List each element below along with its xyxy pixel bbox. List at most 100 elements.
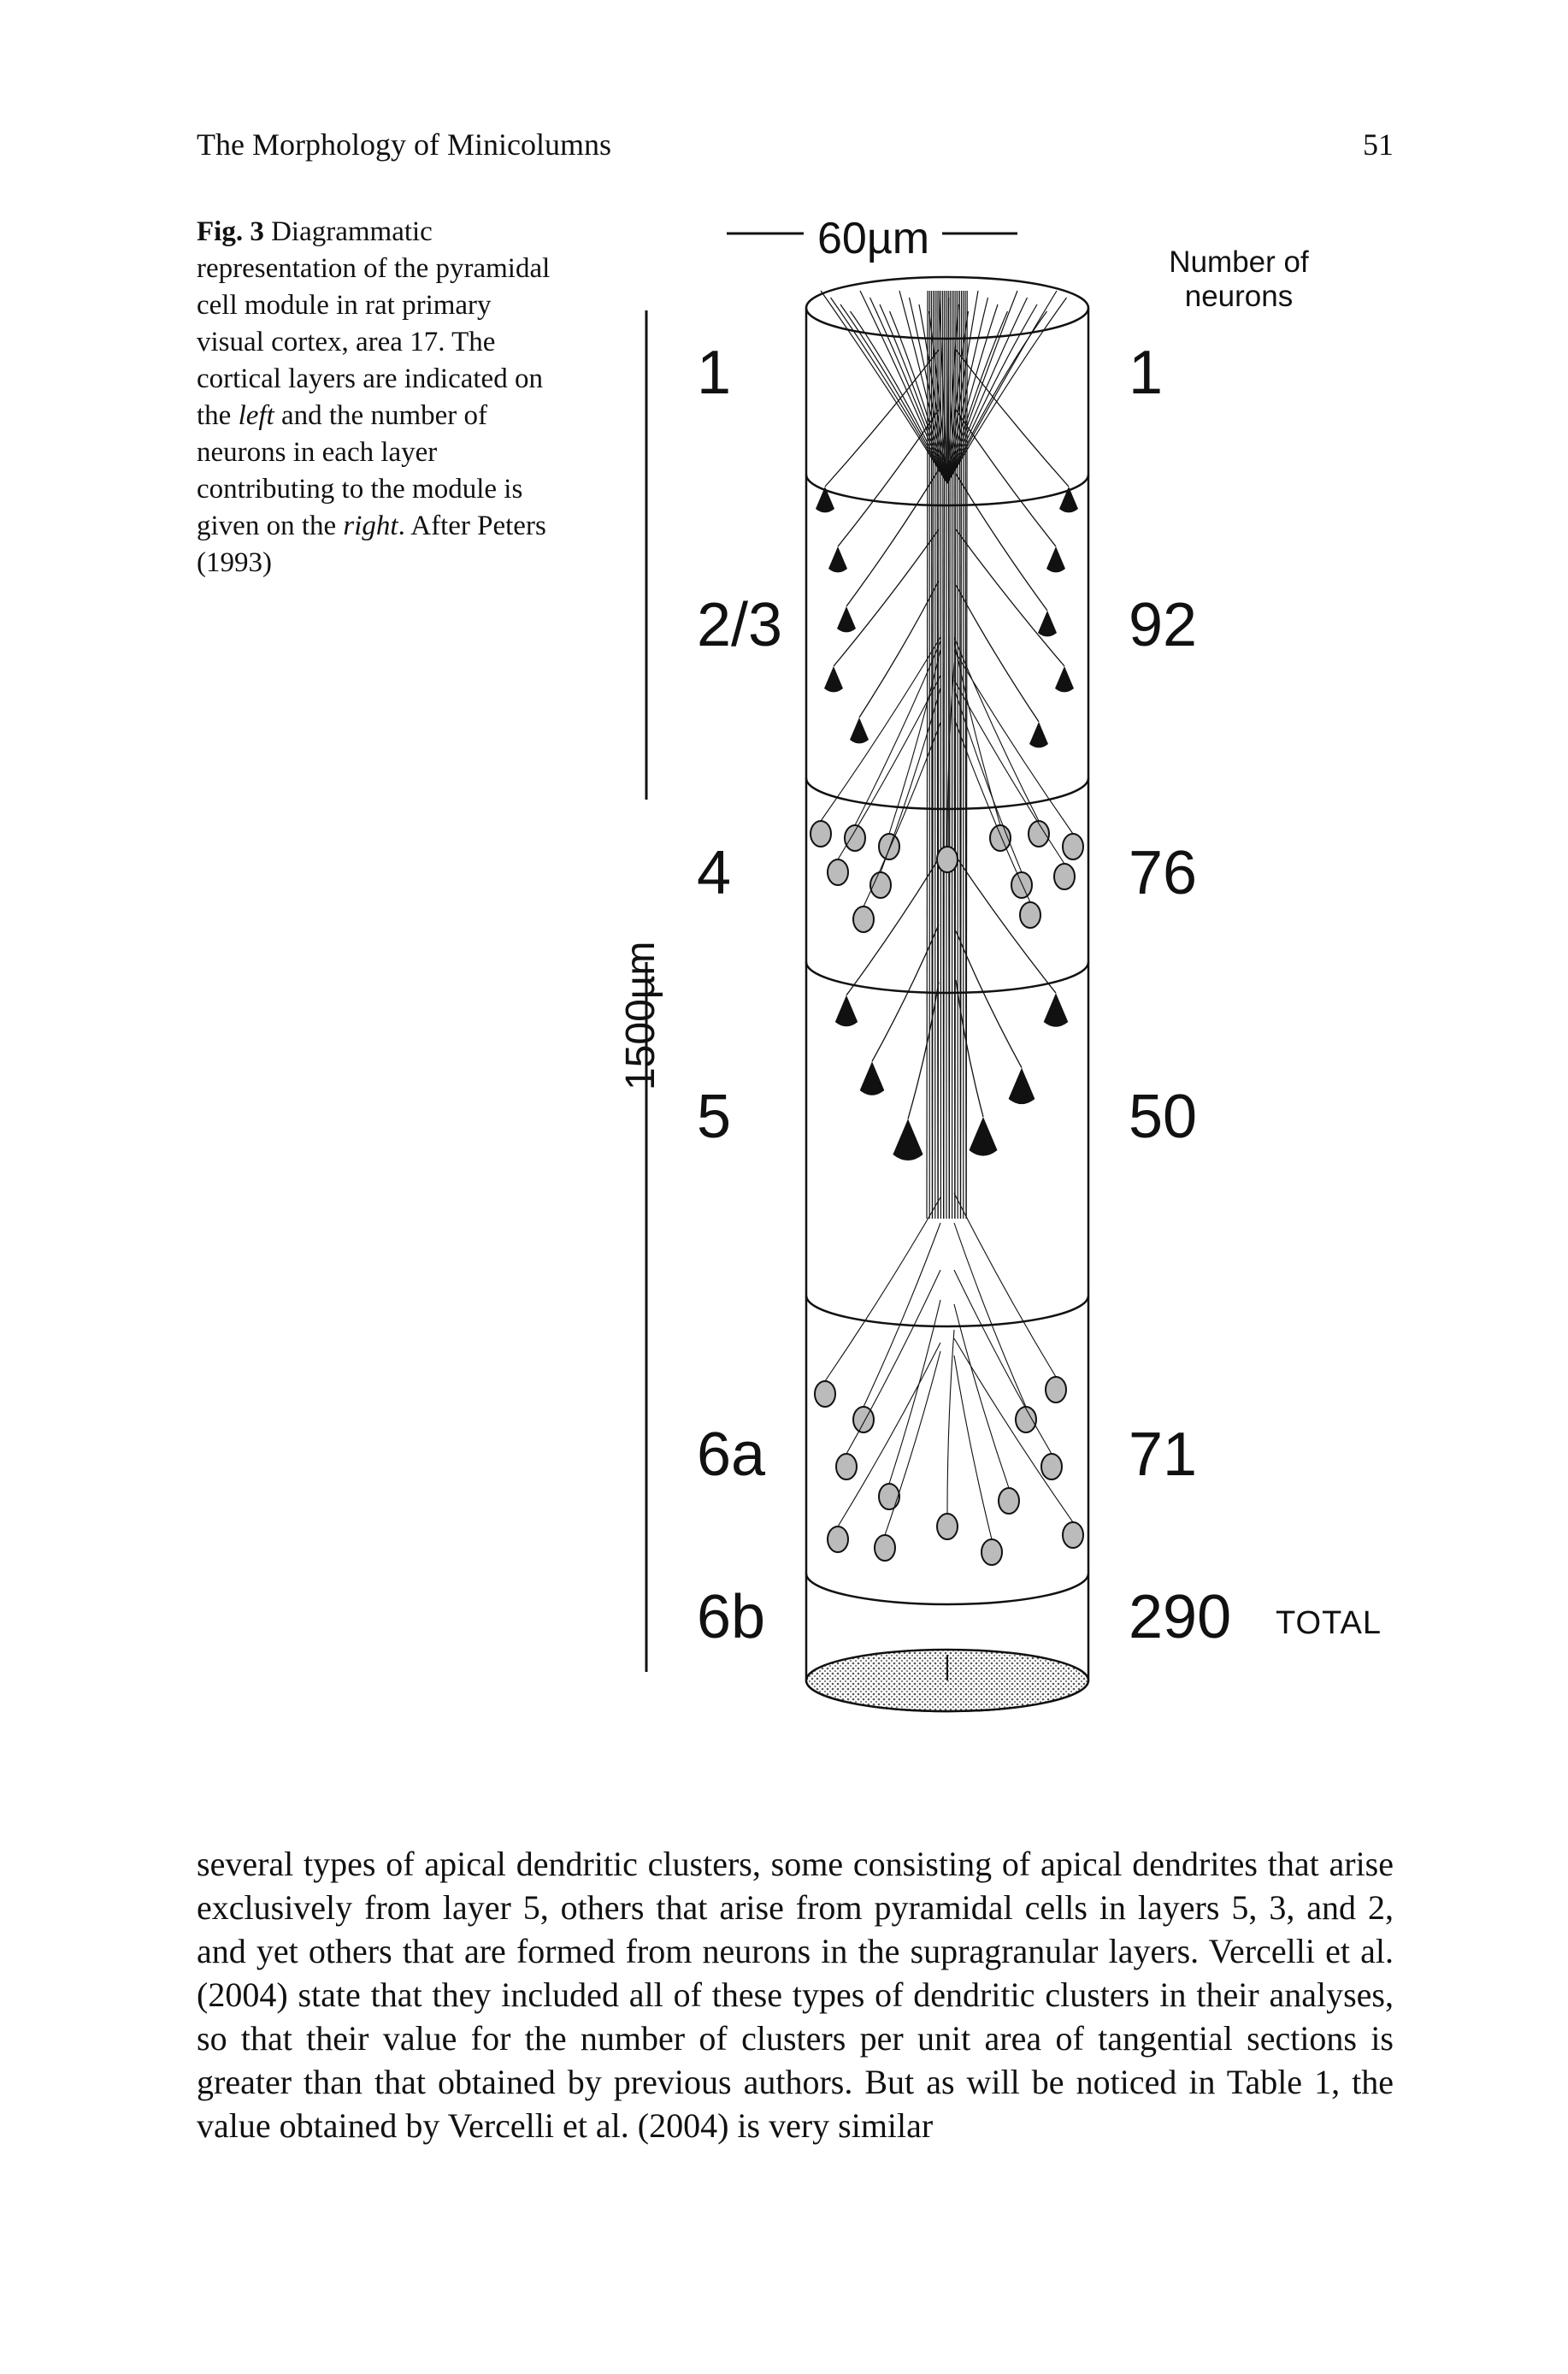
dendrite [955, 349, 1070, 487]
apical-tuft [859, 290, 948, 484]
round-neuron [1015, 1406, 1037, 1433]
dendrite [953, 649, 1074, 835]
round-neuron [835, 1453, 858, 1480]
round-neuron [878, 1483, 900, 1510]
round-neuron [1011, 871, 1033, 899]
pyramidal-neuron [850, 718, 869, 744]
body-paragraph: several types of apical dendritic cluste… [197, 1845, 1394, 2145]
dendrite [907, 982, 940, 1119]
apical-tuft [879, 304, 948, 484]
dendrite [837, 1342, 941, 1527]
dendrite [846, 469, 940, 607]
apical-tuft [946, 310, 970, 484]
neuron-count-layer-6a: 71 [1129, 1420, 1198, 1489]
apical-dendrite [960, 290, 963, 1219]
dendrite [955, 409, 1057, 547]
round-neuron [1045, 1376, 1067, 1403]
apical-dendrite [954, 290, 957, 1219]
neuron-count-layer-5: 50 [1129, 1083, 1198, 1151]
dendrite [833, 529, 940, 667]
caption-text-left: left [238, 400, 274, 431]
pyramidal-neuron [834, 995, 858, 1027]
neuron-group [810, 290, 1084, 1566]
round-neuron [981, 1538, 1003, 1566]
dendrite [953, 1355, 993, 1540]
apical-dendrite [965, 290, 968, 1219]
pyramidal-neuron [816, 487, 834, 513]
dendrite [953, 688, 1023, 873]
layer-label-5: 5 [697, 1083, 732, 1151]
pyramidal-neuron [1043, 993, 1069, 1027]
caption-text-3: . After Peters (1993) [197, 511, 546, 578]
round-neuron [936, 846, 958, 873]
apical-tuft [928, 310, 948, 484]
apical-tuft [938, 290, 948, 484]
dendrite [824, 349, 940, 487]
caption-text-right: right [343, 511, 398, 541]
apical-tuft [946, 304, 959, 484]
round-neuron [1062, 833, 1084, 860]
layer-label-2-3: 2/3 [697, 591, 783, 659]
dendrite [955, 584, 1040, 723]
dendrite [953, 1192, 1057, 1378]
apical-tuft [946, 290, 979, 484]
apical-dendrite [943, 290, 946, 1219]
pyramidal-neuron [837, 606, 856, 633]
round-neuron [1019, 901, 1041, 929]
dendrite [863, 722, 941, 907]
dendrite [953, 1222, 1027, 1408]
apical-tuft [820, 290, 948, 484]
dendrite [953, 1338, 1074, 1523]
layer-label-6b: 6b [697, 1583, 766, 1651]
round-neuron [1053, 863, 1076, 890]
dendrite [955, 529, 1065, 667]
dendrite [824, 1196, 941, 1382]
round-neuron [827, 1526, 849, 1553]
height-scale-label: 1500µm [618, 941, 663, 1090]
width-scale-label: 60µm [817, 214, 930, 263]
dendrite [953, 718, 1031, 903]
pyramidal-neuron [1059, 487, 1078, 513]
dendrite [955, 473, 1048, 611]
pyramidal-module-figure: 60µm Number of neurons 1500µm 1 2/3 4 5 … [590, 210, 1394, 1749]
apical-tuft [918, 304, 948, 484]
dendrite [888, 649, 941, 835]
neuron-count-layer-4: 76 [1129, 839, 1198, 907]
apical-tuft [888, 310, 948, 484]
dendrite [871, 924, 940, 1062]
round-neuron [1062, 1521, 1084, 1549]
caption-text-2: and the number of neurons in each layer … [197, 400, 523, 541]
pyramidal-neuron [1046, 546, 1065, 573]
apical-tuft [946, 304, 1038, 484]
apical-tuft [869, 297, 948, 484]
figure-caption: Fig. 3 Diagrammatic representation of th… [197, 214, 556, 582]
round-neuron [810, 820, 832, 847]
dendrite [955, 855, 1057, 994]
apical-dendrite [932, 290, 934, 1219]
apical-tuft [946, 297, 989, 484]
round-neuron [814, 1380, 836, 1408]
page-number: 51 [1363, 127, 1394, 162]
dendrite [884, 1350, 941, 1536]
round-neuron [827, 859, 849, 886]
dendrite [953, 636, 1040, 822]
layer-label-4: 4 [697, 839, 732, 907]
figure-label: Fig. 3 [197, 216, 264, 247]
apical-tuft [830, 297, 948, 484]
apical-tuft [946, 310, 1009, 484]
layer-label-6a: 6a [697, 1420, 766, 1489]
round-neuron [998, 1487, 1020, 1515]
dendrite [837, 675, 941, 860]
dendrite [820, 636, 941, 822]
dendrite [858, 580, 940, 718]
neurons-column-header: Number of neurons [1169, 245, 1309, 313]
round-neuron [874, 1534, 896, 1562]
apical-tuft [850, 310, 948, 484]
dendrite [953, 679, 1065, 865]
apical-tuft [946, 304, 999, 484]
dendrite [846, 1269, 941, 1455]
pyramidal-neuron [859, 1061, 885, 1095]
round-neuron [936, 1513, 958, 1540]
pyramidal-neuron [1055, 666, 1074, 693]
round-neuron [1028, 820, 1050, 847]
